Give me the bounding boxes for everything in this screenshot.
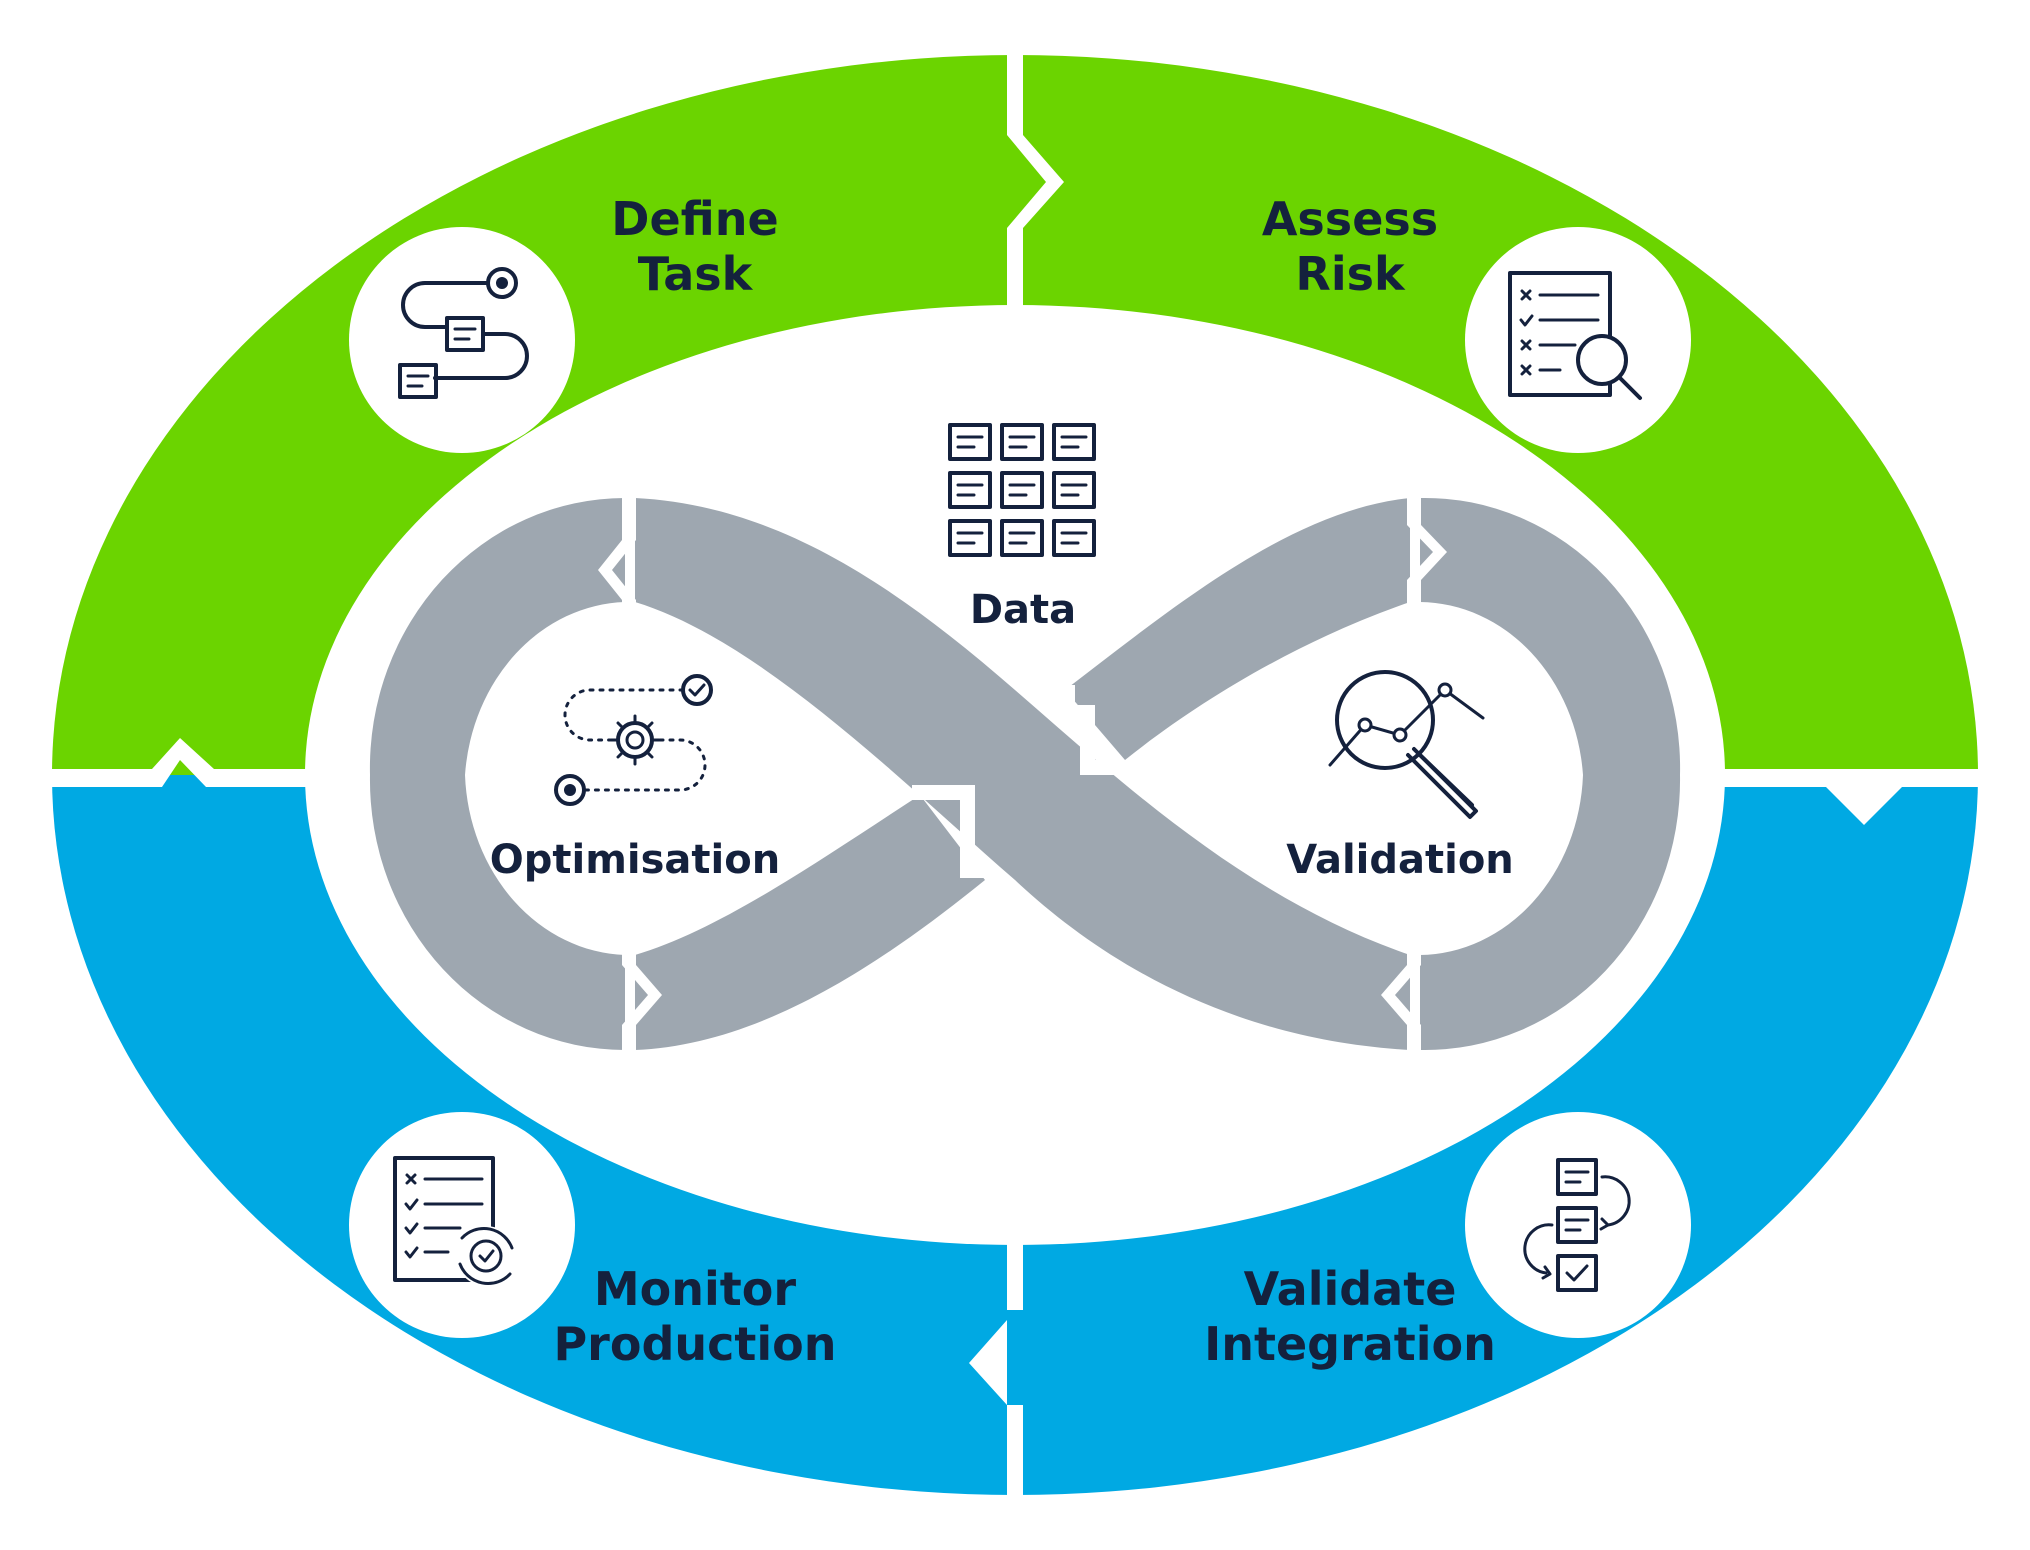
data-label: Data <box>970 587 1076 633</box>
separator-bottom-tail <box>1007 1405 1023 1515</box>
data-cell-lines <box>1060 531 1088 545</box>
data-cell <box>948 471 992 509</box>
joint-top-left <box>598 495 636 610</box>
optimisation-label: Optimisation <box>490 837 780 883</box>
separator-left <box>40 738 360 787</box>
validate-integration-line2: Integration <box>1204 1317 1496 1371</box>
checklist-magnifier-icon <box>1508 271 1642 400</box>
workflow-icon <box>398 267 529 399</box>
assess-risk-line1: Assess <box>1262 192 1438 246</box>
loop-band-down <box>635 498 1410 1050</box>
loop-right-lower <box>1420 775 1681 1051</box>
data-cell <box>948 519 992 557</box>
data-cell <box>1052 519 1096 557</box>
separator-bottom <box>969 1210 1023 1405</box>
monitor-production-line2: Production <box>553 1317 836 1371</box>
data-cell-lines <box>1008 435 1036 449</box>
monitor-production-line1: Monitor <box>594 1262 796 1316</box>
data-cell-lines <box>1008 531 1036 545</box>
monitor-production-badge <box>349 1112 575 1338</box>
gear-path-icon <box>554 674 713 806</box>
data-cell-lines <box>1008 483 1036 497</box>
document-flow-icon <box>1523 1158 1631 1292</box>
separator-right <box>1670 769 1990 825</box>
inner-validation: Validation <box>1286 670 1514 883</box>
data-grid-icon <box>948 423 1096 557</box>
separator-top <box>1007 40 1064 330</box>
joint-top-right <box>1407 495 1447 610</box>
stage-validate-integration: Validate Integration <box>1204 1112 1691 1371</box>
data-cell <box>1000 519 1044 557</box>
define-task-line2: Task <box>638 247 754 301</box>
checklist-gear-icon <box>393 1156 516 1286</box>
validate-integration-badge <box>1465 1112 1691 1338</box>
loop-right-upper <box>1420 497 1681 775</box>
loop-left-lower <box>369 775 625 1050</box>
joint-center-right <box>1055 685 1125 775</box>
inner-data: Data <box>948 423 1096 633</box>
stage-assess-risk: Assess Risk <box>1262 192 1691 453</box>
loop-joints <box>598 495 1447 1055</box>
data-cell-lines <box>1060 435 1088 449</box>
infinity-loop <box>369 497 1681 1051</box>
inner-optimisation: Optimisation <box>490 674 780 883</box>
data-cell-lines <box>956 531 984 545</box>
magnifier-chart-icon <box>1328 670 1485 819</box>
data-cell <box>1000 423 1044 461</box>
data-cell <box>948 423 992 461</box>
stage-monitor-production: Monitor Production <box>349 1112 837 1371</box>
data-cell <box>1052 471 1096 509</box>
data-cell-lines <box>1060 483 1088 497</box>
stage-define-task: Define Task <box>349 192 779 453</box>
define-task-line1: Define <box>611 192 778 246</box>
validation-label: Validation <box>1286 837 1514 883</box>
data-cell <box>1000 471 1044 509</box>
loop-left-upper <box>369 497 625 775</box>
assess-risk-badge <box>1465 227 1691 453</box>
loop-band-right-up <box>1065 498 1410 760</box>
joint-bottom-right <box>1381 948 1421 1055</box>
loop-band-left-up <box>635 795 985 1050</box>
validate-integration-line1: Validate <box>1244 1262 1457 1316</box>
assess-risk-line2: Risk <box>1295 247 1406 301</box>
data-cell-lines <box>956 435 984 449</box>
data-cell-lines <box>956 483 984 497</box>
data-cell <box>1052 423 1096 461</box>
joint-center-left <box>912 785 990 878</box>
joint-bottom-left <box>622 948 662 1055</box>
